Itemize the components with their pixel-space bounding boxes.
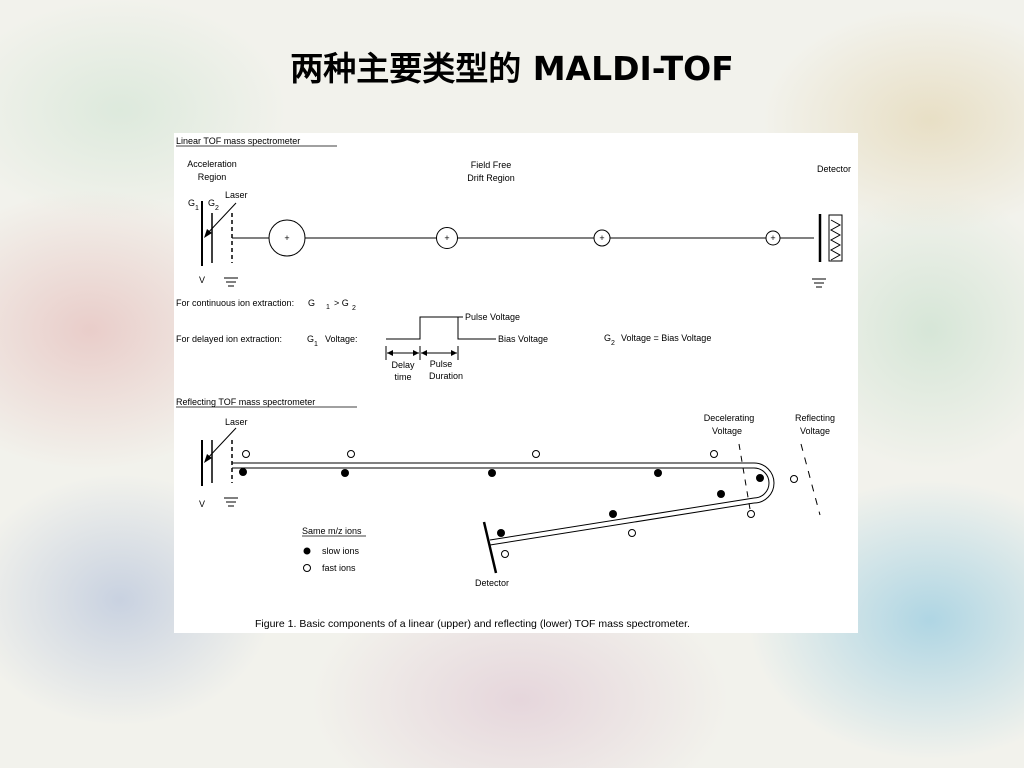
ion-cloud-4-sign: + [770,233,775,243]
reflecting-voltage-label-line1: Reflecting [795,413,835,423]
linear-laser-arrow [205,202,237,236]
fast-ions [242,450,798,558]
ion-cloud-4 [765,230,781,246]
ion-cloud-1-sign: + [284,233,289,243]
ion-cloud-3-sign: + [599,233,604,243]
reflecting-voltage-v: V [199,499,205,509]
pulse-waveform [386,316,496,340]
reflecting-grid [800,443,821,516]
ion-cloud-3 [593,229,611,247]
g1-subscript: 1 [195,205,199,212]
ion-cloud-2 [436,227,458,249]
figure-caption: Figure 1. Basic components of a linear (… [255,618,690,630]
g1-voltage-subscript: 1 [314,341,318,348]
decelerating-label-line1: Decelerating [704,413,755,423]
g2-label: G [208,198,215,208]
g2-voltage-g: G [604,333,611,343]
slow-ions [239,468,764,537]
continuous-g1: G [308,298,315,308]
reflecting-ground [224,497,238,507]
ion-cloud-1 [268,219,306,257]
delay-time-label-line1: Delay [391,360,415,370]
acceleration-label-line1: Acceleration [187,159,237,169]
reflecting-voltage-label-line2: Voltage [800,426,830,436]
g2-voltage-label: Voltage = Bias Voltage [621,333,711,343]
reflecting-beam-upper [232,462,775,504]
reflecting-beam-lower-inner [489,497,755,541]
field-free-label-line1: Field Free [471,160,512,170]
continuous-g2-subscript: 2 [352,305,356,312]
linear-detector-label: Detector [817,164,851,174]
linear-ground-right [812,278,826,288]
pulse-duration-label-line2: Duration [429,371,463,381]
reflecting-beam-upper-inner [232,467,770,499]
pulse-voltage-label: Pulse Voltage [465,312,520,322]
g2-voltage-subscript: 2 [611,340,615,347]
legend-fast-marker [303,564,311,572]
figure-background [174,133,858,633]
legend-title: Same m/z ions [302,526,362,536]
reflecting-detector [482,521,498,574]
g1-label: G [188,198,195,208]
continuous-relation: > G [334,298,349,308]
linear-voltage-label: V [199,275,205,285]
linear-laser-arrowhead [204,229,212,238]
linear-detector-hatch [829,219,842,261]
linear-ground-left [224,277,238,287]
continuous-extraction-label: For continuous ion extraction: [176,298,294,308]
reflecting-beam-lower [489,502,755,546]
acceleration-label-line2: Region [198,172,227,182]
reflecting-laser-label: Laser [225,417,248,427]
g1-voltage-g: G [307,334,314,344]
reflecting-detector-label: Detector [475,578,509,588]
legend-fast-label: fast ions [322,563,356,573]
g2-subscript: 2 [215,205,219,212]
pulse-duration-label-line1: Pulse [430,359,453,369]
tof-figure: Linear TOF mass spectrometer Acceleratio… [174,133,858,633]
reflecting-heading: Reflecting TOF mass spectrometer [176,397,315,407]
g1-voltage-label: Voltage: [325,334,358,344]
bias-voltage-label: Bias Voltage [498,334,548,344]
slide-title: 两种主要类型的 MALDI-TOF [290,49,734,88]
decelerating-label-line2: Voltage [712,426,742,436]
legend-slow-marker [303,547,311,555]
ion-cloud-2-sign: + [444,233,449,243]
field-free-label-line2: Drift Region [467,173,515,183]
delayed-extraction-label: For delayed ion extraction: [176,334,282,344]
linear-laser-label: Laser [225,190,248,200]
decelerating-grid [738,443,752,516]
reflecting-laser-arrowhead [204,454,212,463]
reflecting-laser-arrow [205,427,237,461]
legend-slow-label: slow ions [322,546,360,556]
continuous-g1-subscript: 1 [326,304,330,311]
timing-arrowheads [387,350,457,356]
delay-time-label-line2: time [394,372,411,382]
linear-heading: Linear TOF mass spectrometer [176,136,300,146]
